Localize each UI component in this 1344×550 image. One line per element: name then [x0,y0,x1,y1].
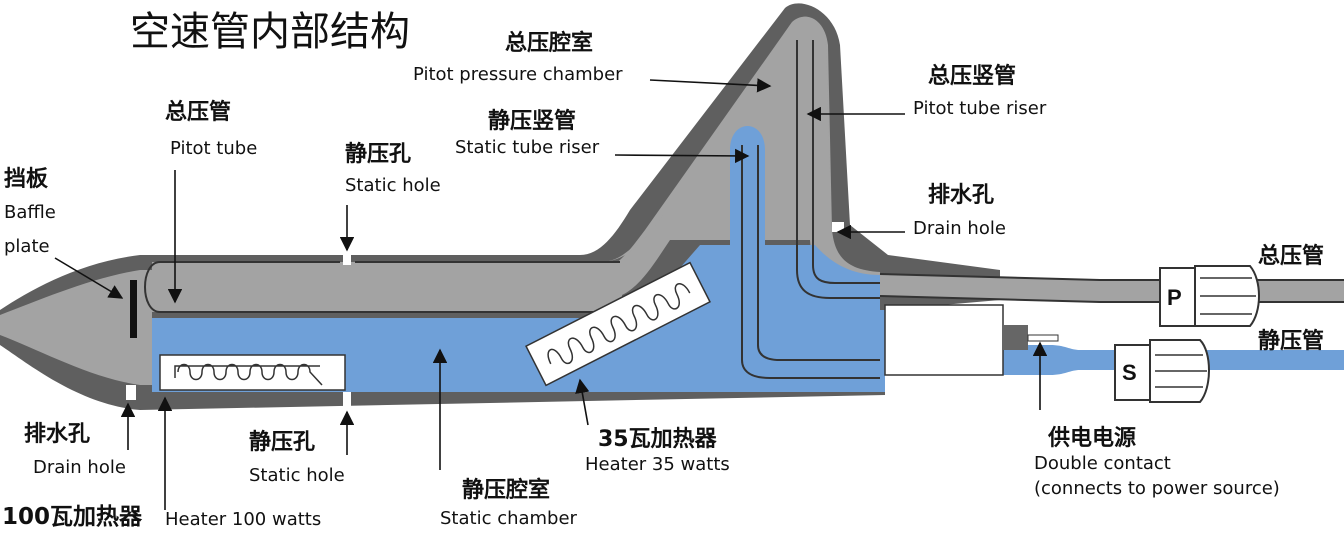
static-riser-label-en: Static tube riser [455,137,600,158]
drain-hole-right-label-en: Drain hole [913,218,1006,239]
static-hole-bottom-label-cn: 静压孔 [249,430,316,455]
static-hole-top-label-cn: 静压孔 [345,142,412,167]
leader-lines [54,78,1048,510]
pitot-riser-label-cn: 总压竖管 [928,64,1017,89]
static-riser-label-cn: 静压竖管 [488,109,577,134]
page-title: 空速管内部结构 [130,9,410,55]
pitot-tube-label-cn: 总压管 [165,100,232,125]
pitot-chamber-label-cn: 总压腔室 [505,31,594,56]
drain-hole-left-label-cn: 排水孔 [24,422,91,447]
out-static-label: 静压管 [1258,329,1325,354]
power-label-en-1: Double contact [1034,453,1171,474]
power-label-en-2: (connects to power source) [1034,478,1280,499]
heater-100-label-cn: 100瓦加热器 [2,504,143,530]
heater-100-box [159,354,346,391]
heater-35-label-cn: 35瓦加热器 [598,427,717,452]
baffle-label-en-1: Baffle [4,202,56,223]
contact-tip [1027,334,1059,342]
connector-s: S [1114,339,1210,403]
pitot-chamber-fill [600,16,832,262]
port-s-label: S [1122,360,1137,385]
static-hole-top-label-en: Static hole [345,175,441,196]
power-label-cn: 供电电源 [1048,426,1137,451]
port-p-label: P [1167,285,1182,310]
baffle-plate [130,280,137,338]
baffle-label-cn: 挡板 [4,167,49,192]
pitot-tube-label-en: Pitot tube [170,138,258,159]
static-chamber-label-en: Static chamber [440,508,577,529]
drain-hole-left [126,385,136,400]
heater-100-label-en: Heater 100 watts [165,509,322,530]
heater-35 [525,261,711,387]
pitot-line-outline [879,273,1344,303]
nose-cone [0,270,152,385]
pitot-riser-tube [796,40,880,299]
drain-hole-right-label-cn: 排水孔 [928,183,995,208]
pitot-tube-outline [144,261,620,313]
static-chamber [152,126,885,392]
connector-p: P [1159,265,1260,327]
heater-35-label-en: Heater 35 watts [585,454,730,475]
pitot-tube-body [152,262,622,312]
pitot-chamber-label-en: Pitot pressure chamber [413,64,623,85]
out-pitot-label: 总压管 [1258,244,1325,269]
connector-base [884,304,1004,376]
static-hole-bottom [343,392,351,407]
drain-hole-right [832,222,844,232]
heater-100-coil [174,363,323,386]
drain-hole-left-label-en: Drain hole [33,457,126,478]
pitot-riser-label-en: Pitot tube riser [913,98,1047,119]
static-hole-bottom-label-en: Static hole [249,465,345,486]
static-chamber-label-cn: 静压腔室 [462,478,551,503]
baffle-label-en-2: plate [4,236,50,257]
static-riser-tube [741,145,880,379]
contact-pin [1003,325,1028,350]
static-hole-top [343,255,351,265]
